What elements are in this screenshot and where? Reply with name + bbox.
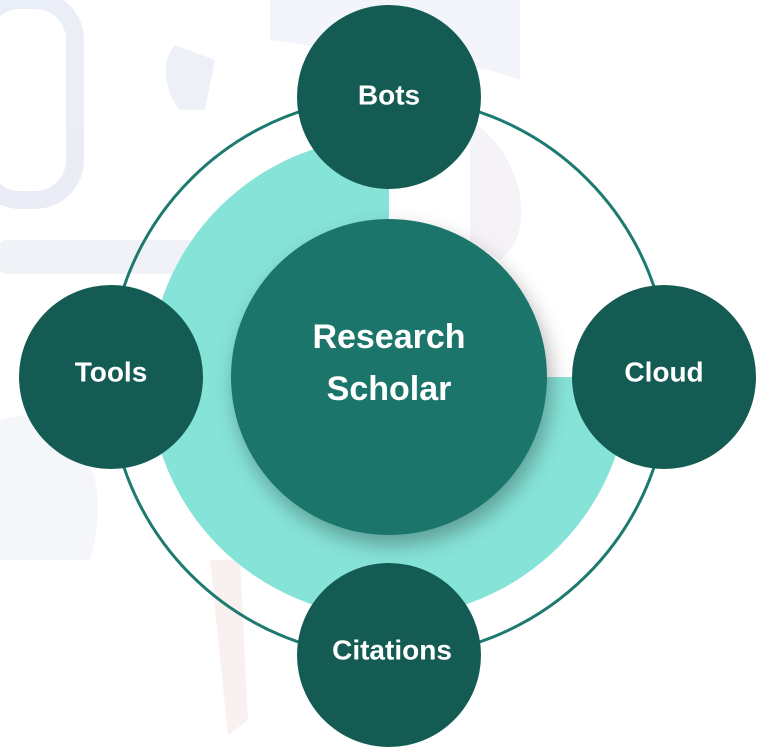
node-cloud-label: Cloud xyxy=(624,356,703,387)
center-circle xyxy=(231,219,547,535)
center-label-line2: Scholar xyxy=(327,370,452,408)
node-tools: Tools xyxy=(19,285,203,469)
center-node: Research Scholar xyxy=(231,219,547,535)
node-bots: Bots xyxy=(297,5,481,189)
node-cloud: Cloud xyxy=(572,285,756,469)
node-citations: Citations xyxy=(297,563,481,747)
node-citations-label: Citations xyxy=(332,634,452,665)
background-leg-shape xyxy=(210,560,248,735)
background-hand-shape xyxy=(165,45,215,110)
node-cloud-circle xyxy=(572,285,756,469)
node-citations-circle xyxy=(297,563,481,747)
node-tools-circle xyxy=(19,285,203,469)
center-label-line1: Research xyxy=(312,318,465,356)
node-bots-circle xyxy=(297,5,481,189)
node-bots-label: Bots xyxy=(358,79,420,110)
background-monitor-shape xyxy=(0,0,84,209)
node-tools-label: Tools xyxy=(75,356,148,387)
background-figure-shape xyxy=(470,120,522,260)
